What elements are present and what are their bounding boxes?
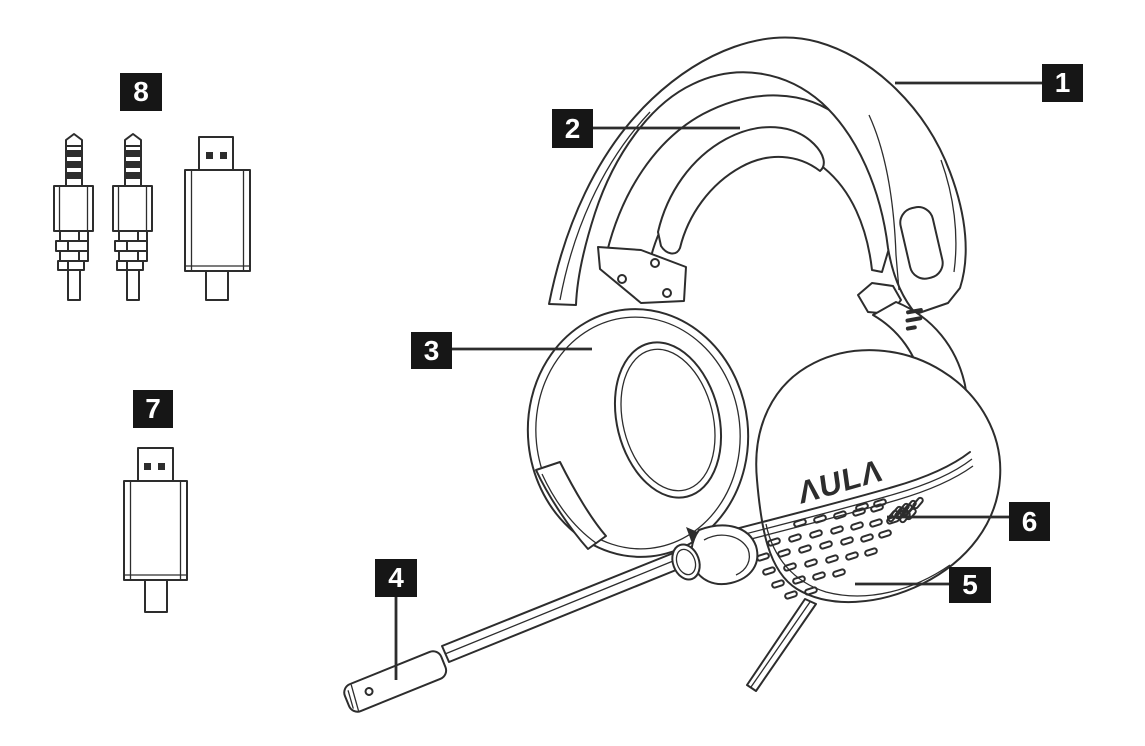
ear-cup: ΛULΛ: [704, 349, 1002, 604]
mic-hole: [364, 686, 374, 696]
audio-jack-1: [53, 133, 94, 301]
callout-label-2: 2: [552, 109, 593, 148]
usb-connector: [123, 447, 188, 613]
ear-cushion-opening: [613, 341, 723, 499]
headband-cushion-recess: [657, 126, 825, 255]
usb-plug-large: [184, 136, 251, 301]
cable: [746, 598, 817, 692]
callout-label-7: 7: [133, 390, 173, 428]
microphone-head: [343, 650, 448, 713]
callout-label-3: 3: [411, 332, 452, 369]
mic-pivot-ring: [671, 543, 701, 581]
callout-label-6: 6: [1009, 502, 1050, 541]
callout-label-5: 5: [949, 567, 991, 603]
ear-cushion: [526, 308, 750, 558]
hinge-screw: [617, 274, 627, 284]
mic-boom: [441, 551, 682, 663]
ear-cup-rim-band: [704, 451, 971, 538]
callout-label-8: 8: [120, 73, 162, 111]
hinge-screw: [662, 288, 672, 298]
audio-jack-2: [112, 133, 153, 301]
callout-label-1: 1: [1042, 64, 1083, 102]
callout-label-4: 4: [375, 559, 417, 597]
hinge-screw: [650, 258, 660, 268]
headband-hinge: [597, 246, 687, 304]
yoke-vents: [905, 308, 923, 331]
cushion-bracket: [535, 461, 607, 550]
